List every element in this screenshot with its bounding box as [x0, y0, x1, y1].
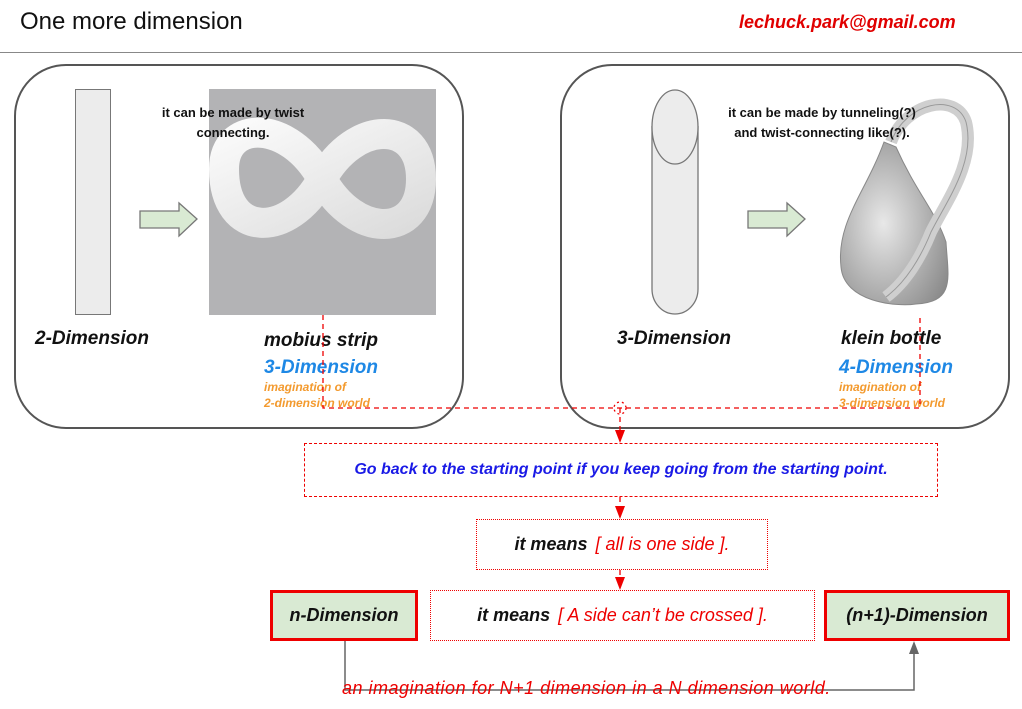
note-line: and twist-connecting like(?). [734, 125, 910, 140]
conclusion-text: an imagination for N+1 dimension in a N … [0, 678, 1022, 699]
arrow-down-icon [615, 430, 625, 443]
mobius-panel [14, 64, 464, 429]
arrow-right-icon [747, 201, 806, 238]
arrow-right-icon [139, 201, 198, 238]
note-line: it can be made by twist [161, 105, 305, 120]
flat-strip-shape [75, 89, 111, 315]
meaning-prefix: it means [477, 605, 551, 625]
n-dimension-box: n-Dimension [270, 590, 418, 641]
label-2-dimension: 2-Dimension [35, 328, 150, 349]
mobius-caption: imagination of 2-dimension world [264, 379, 370, 411]
mobius-note: it can be made by twist connecting. [133, 103, 333, 143]
header-divider [0, 52, 1022, 53]
conclusion-line: an imagination for N+1 dimension in a N … [342, 678, 831, 698]
label-mobius-strip: mobius strip [264, 330, 379, 351]
note-line: it can be made by tunneling(?) [728, 105, 916, 120]
klein-bottle-image [836, 92, 986, 312]
arrow-down-icon [615, 506, 625, 519]
klein-panel [560, 64, 1010, 429]
label-4-dimension-blue: 4-Dimension [839, 357, 954, 378]
label-klein-bottle: klein bottle [841, 328, 942, 349]
author-email: lechuck.park@gmail.com [739, 12, 956, 32]
statement-box: Go back to the starting point if you kee… [304, 443, 938, 497]
meaning-text: [ all is one side ]. [595, 534, 730, 554]
cylinder-shape [651, 89, 699, 315]
arrow-up-icon [909, 641, 919, 654]
meaning-cannot-cross-box: it means [ A side can’t be crossed ]. [430, 590, 815, 641]
caption-line: imagination of [264, 380, 346, 394]
label-3-dimension: 3-Dimension [617, 328, 732, 349]
meaning-prefix: it means [514, 534, 588, 554]
n-plus-1-dimension-box: (n+1)-Dimension [824, 590, 1010, 641]
klein-note: it can be made by tunneling(?) and twist… [702, 103, 942, 143]
label-3-dimension-blue: 3-Dimension [264, 357, 379, 378]
elbow-connector [344, 641, 915, 691]
caption-line: 3-dimension world [839, 396, 946, 410]
caption-line: imagination of [839, 380, 921, 394]
klein-caption: imagination of 3-dimension world [839, 379, 945, 411]
mobius-strip-image [209, 89, 436, 315]
meaning-text: [ A side can’t be crossed ]. [558, 605, 768, 625]
note-line: connecting. [196, 125, 270, 140]
mobius-strip-icon [209, 117, 436, 239]
klein-bottle-icon [839, 98, 974, 306]
cylinder-icon [651, 89, 699, 315]
page-title: One more dimension [20, 8, 243, 35]
meaning-one-side-box: it means [ all is one side ]. [476, 519, 768, 570]
arrow-down-icon [615, 577, 625, 590]
caption-line: 2-dimension world [264, 396, 371, 410]
